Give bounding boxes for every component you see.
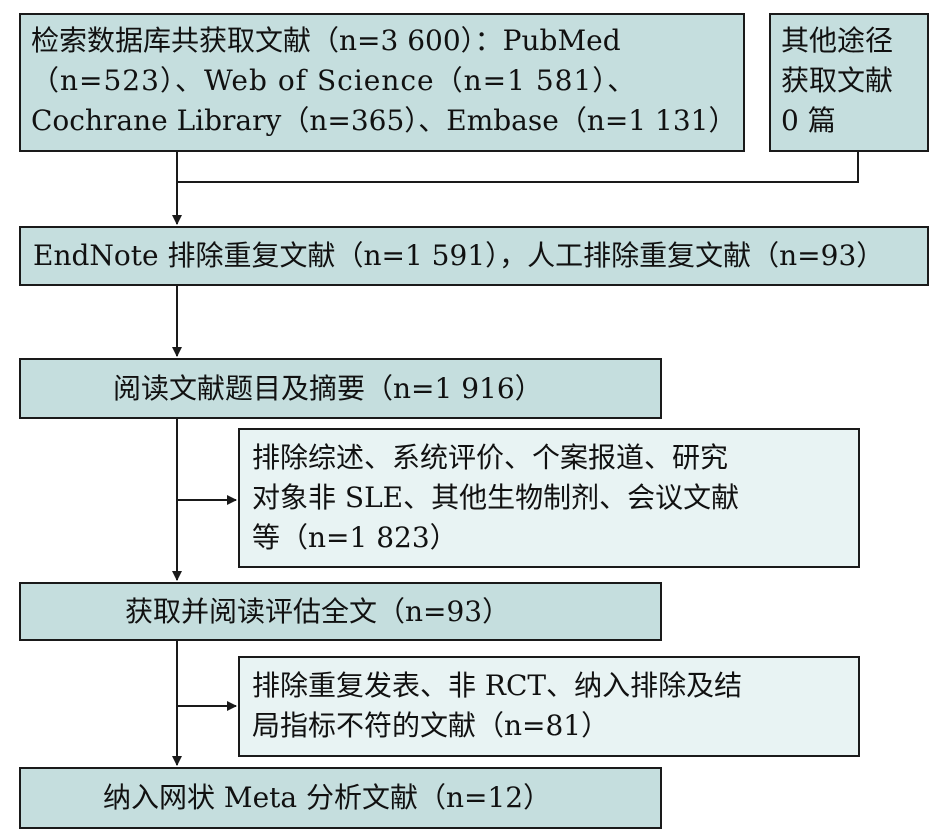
- other-sources-line-3: 0 篇: [781, 104, 836, 137]
- other-sources-line-2: 获取文献: [781, 64, 894, 97]
- exclusion-2-line-2: 局指标不符的文献（n=81）: [252, 709, 610, 742]
- other-sources-box: 其他途径 获取文献 0 篇: [769, 13, 929, 152]
- exclusion-1-line-2: 对象非 SLE、其他生物制剂、会议文献: [252, 481, 740, 514]
- full-text-assessment-box: 获取并阅读评估全文（n=93）: [19, 582, 662, 641]
- exclusion-box-1: 排除综述、系统评价、个案报道、研究 对象非 SLE、其他生物制剂、会议文献 等（…: [238, 428, 860, 568]
- exclusion-1-line-1: 排除综述、系统评价、个案报道、研究: [252, 441, 729, 474]
- database-search-box: 检索数据库共获取文献（n=3 600）：PubMed （n=523）、Web o…: [19, 13, 745, 152]
- title-abstract-screening-box: 阅读文献题目及摘要（n=1 916）: [19, 358, 662, 419]
- database-search-line-2: （n=523）、Web of Science（n=1 581）、: [31, 64, 637, 97]
- exclusion-box-2: 排除重复发表、非 RCT、纳入排除及结 局指标不符的文献（n=81）: [238, 656, 860, 757]
- connector-other-sources: [177, 152, 859, 183]
- title-abstract-screening-text: 阅读文献题目及摘要（n=1 916）: [113, 372, 543, 405]
- included-studies-text: 纳入网状 Meta 分析文献（n=12）: [103, 781, 552, 814]
- exclusion-1-line-3: 等（n=1 823）: [252, 521, 458, 554]
- database-search-line-3: Cochrane Library（n=365）、Embase（n=1 131）: [31, 104, 737, 137]
- exclusion-2-line-1: 排除重复发表、非 RCT、纳入排除及结: [252, 669, 743, 702]
- deduplication-box: EndNote 排除重复文献（n=1 591），人工排除重复文献（n=93）: [19, 226, 929, 286]
- included-studies-box: 纳入网状 Meta 分析文献（n=12）: [19, 767, 662, 829]
- full-text-assessment-text: 获取并阅读评估全文（n=93）: [125, 595, 511, 628]
- database-search-line-1: 检索数据库共获取文献（n=3 600）：PubMed: [31, 24, 621, 57]
- other-sources-line-1: 其他途径: [781, 24, 894, 57]
- deduplication-text: EndNote 排除重复文献（n=1 591），人工排除重复文献（n=93）: [33, 239, 885, 272]
